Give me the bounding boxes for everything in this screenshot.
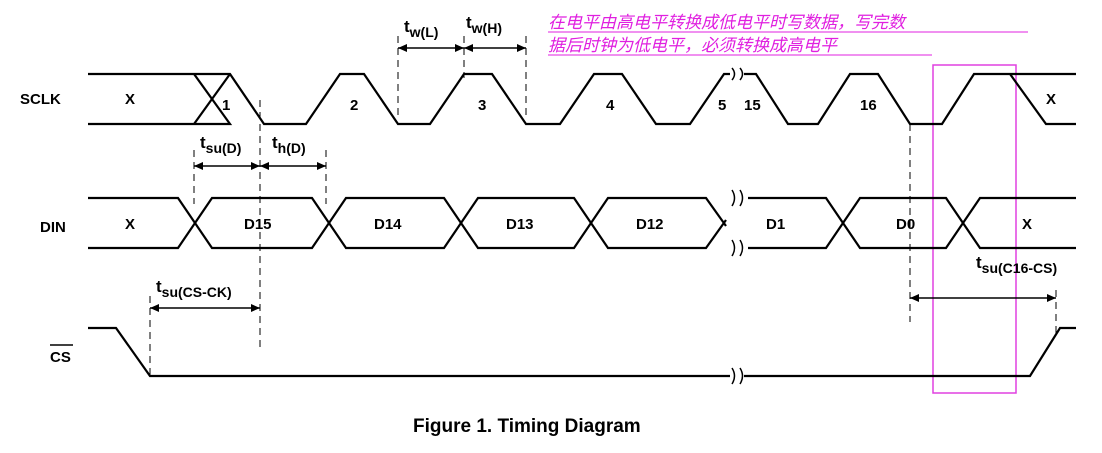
sclk-label-5: 5 <box>718 97 726 114</box>
cs-break-mark <box>731 367 744 385</box>
sclk-label-x-end: X <box>1046 91 1056 108</box>
annotation-line-1: 在电平由高电平转换成低电平时写数据，写完数 <box>548 13 907 33</box>
figure-caption: Figure 1. Timing Diagram <box>413 416 641 437</box>
annotation-line-2: 据后时钟为低电平，必须转换成高电平 <box>548 36 839 56</box>
sclk-label-4: 4 <box>606 97 615 114</box>
timing-label-tsu-cs-ck: tsu(CS-CK) <box>156 277 232 300</box>
din-label-d1: D1 <box>766 216 785 233</box>
sclk-label-2: 2 <box>350 97 358 114</box>
sclk-label-1: 1 <box>222 97 230 114</box>
sclk-break-mark <box>731 67 744 81</box>
cs-waveform <box>88 326 1076 378</box>
sclk-label-3: 3 <box>478 97 486 114</box>
din-label-x-end: X <box>1022 216 1032 233</box>
din-label-d0: D0 <box>896 216 915 233</box>
signal-name-sclk: SCLK <box>20 91 61 108</box>
signal-name-cs: CS <box>50 349 71 366</box>
sclk-label-x-start: X <box>125 91 135 108</box>
timing-label-tw-low: tw(L) <box>404 17 438 40</box>
sclk-label-16: 16 <box>860 97 877 114</box>
signal-name-din: DIN <box>40 219 66 236</box>
din-label-d15: D15 <box>244 216 272 233</box>
highlight-box <box>932 64 1017 394</box>
din-label-d14: D14 <box>374 216 402 233</box>
timing-label-tsu-c16-cs: tsu(C16-CS) <box>976 253 1057 276</box>
din-label-x-start: X <box>125 216 135 233</box>
timing-arrows <box>150 44 1056 312</box>
din-label-d13: D13 <box>506 216 534 233</box>
sclk-label-15: 15 <box>744 97 761 114</box>
sclk-waveform <box>88 72 1076 126</box>
din-label-d12: D12 <box>636 216 664 233</box>
din-waveform <box>88 196 1076 250</box>
timing-label-tw-high: tw(H) <box>466 13 502 36</box>
timing-label-tsu-d: tsu(D) <box>200 133 241 156</box>
din-break-mark <box>731 189 744 257</box>
timing-label-th-d: th(D) <box>272 133 306 156</box>
